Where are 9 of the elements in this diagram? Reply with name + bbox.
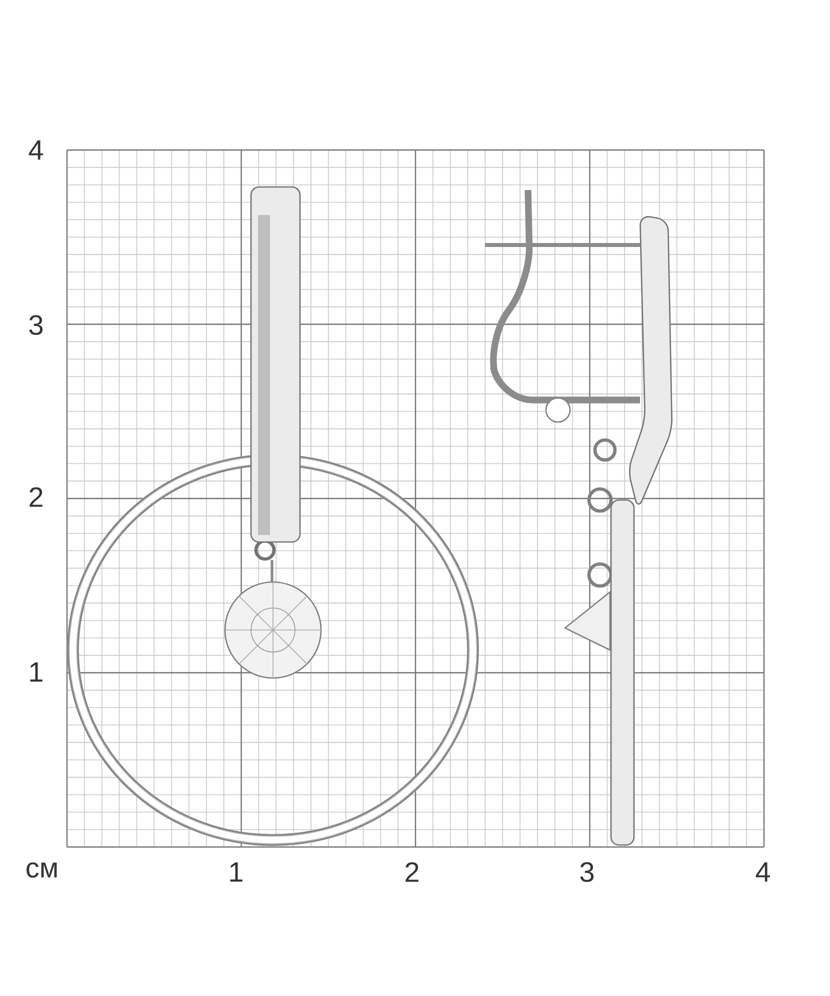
axis-tick-label: 2	[30, 487, 42, 507]
axis-tick-label: 3	[29, 315, 43, 335]
axis-tick-label: 3	[580, 862, 594, 882]
axis-tick-label: 2	[406, 862, 418, 882]
axis-tick-label: 1	[30, 662, 42, 682]
axis-tick-label: 4	[756, 862, 770, 882]
axis-tick-label: 4	[28, 140, 43, 160]
unit-label: см	[26, 862, 57, 878]
axis-tick-label: 1	[230, 862, 242, 882]
